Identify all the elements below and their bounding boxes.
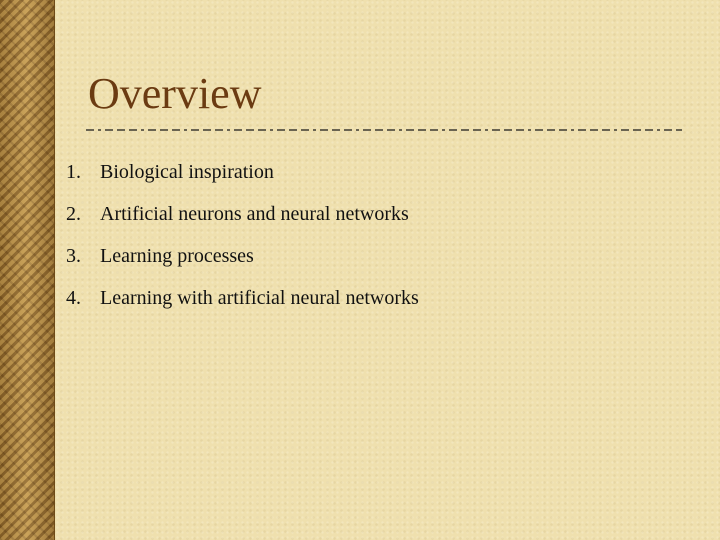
overview-list: 1. Biological inspiration 2. Artificial ne… [66,158,419,326]
list-item-number: 3. [66,245,81,267]
list-item-number: 1. [66,161,81,183]
list-item-number: 4. [66,287,81,309]
decorative-stripe [0,0,55,540]
list-item: 2. Artificial neurons and neural networks [66,200,419,242]
list-item-text: Biological inspiration [100,161,274,183]
list-item-text: Artificial neurons and neural networks [100,203,409,225]
list-item-text: Learning with artificial neural networks [100,287,419,309]
list-item: 4. Learning with artificial neural networ… [66,284,419,326]
list-item: 1. Biological inspiration [66,158,419,200]
list-item-number: 2. [66,203,81,225]
slide-title: Overview [88,69,262,118]
list-item-text: Learning processes [100,245,254,267]
list-item: 3. Learning processes [66,242,419,284]
title-divider [86,128,682,132]
